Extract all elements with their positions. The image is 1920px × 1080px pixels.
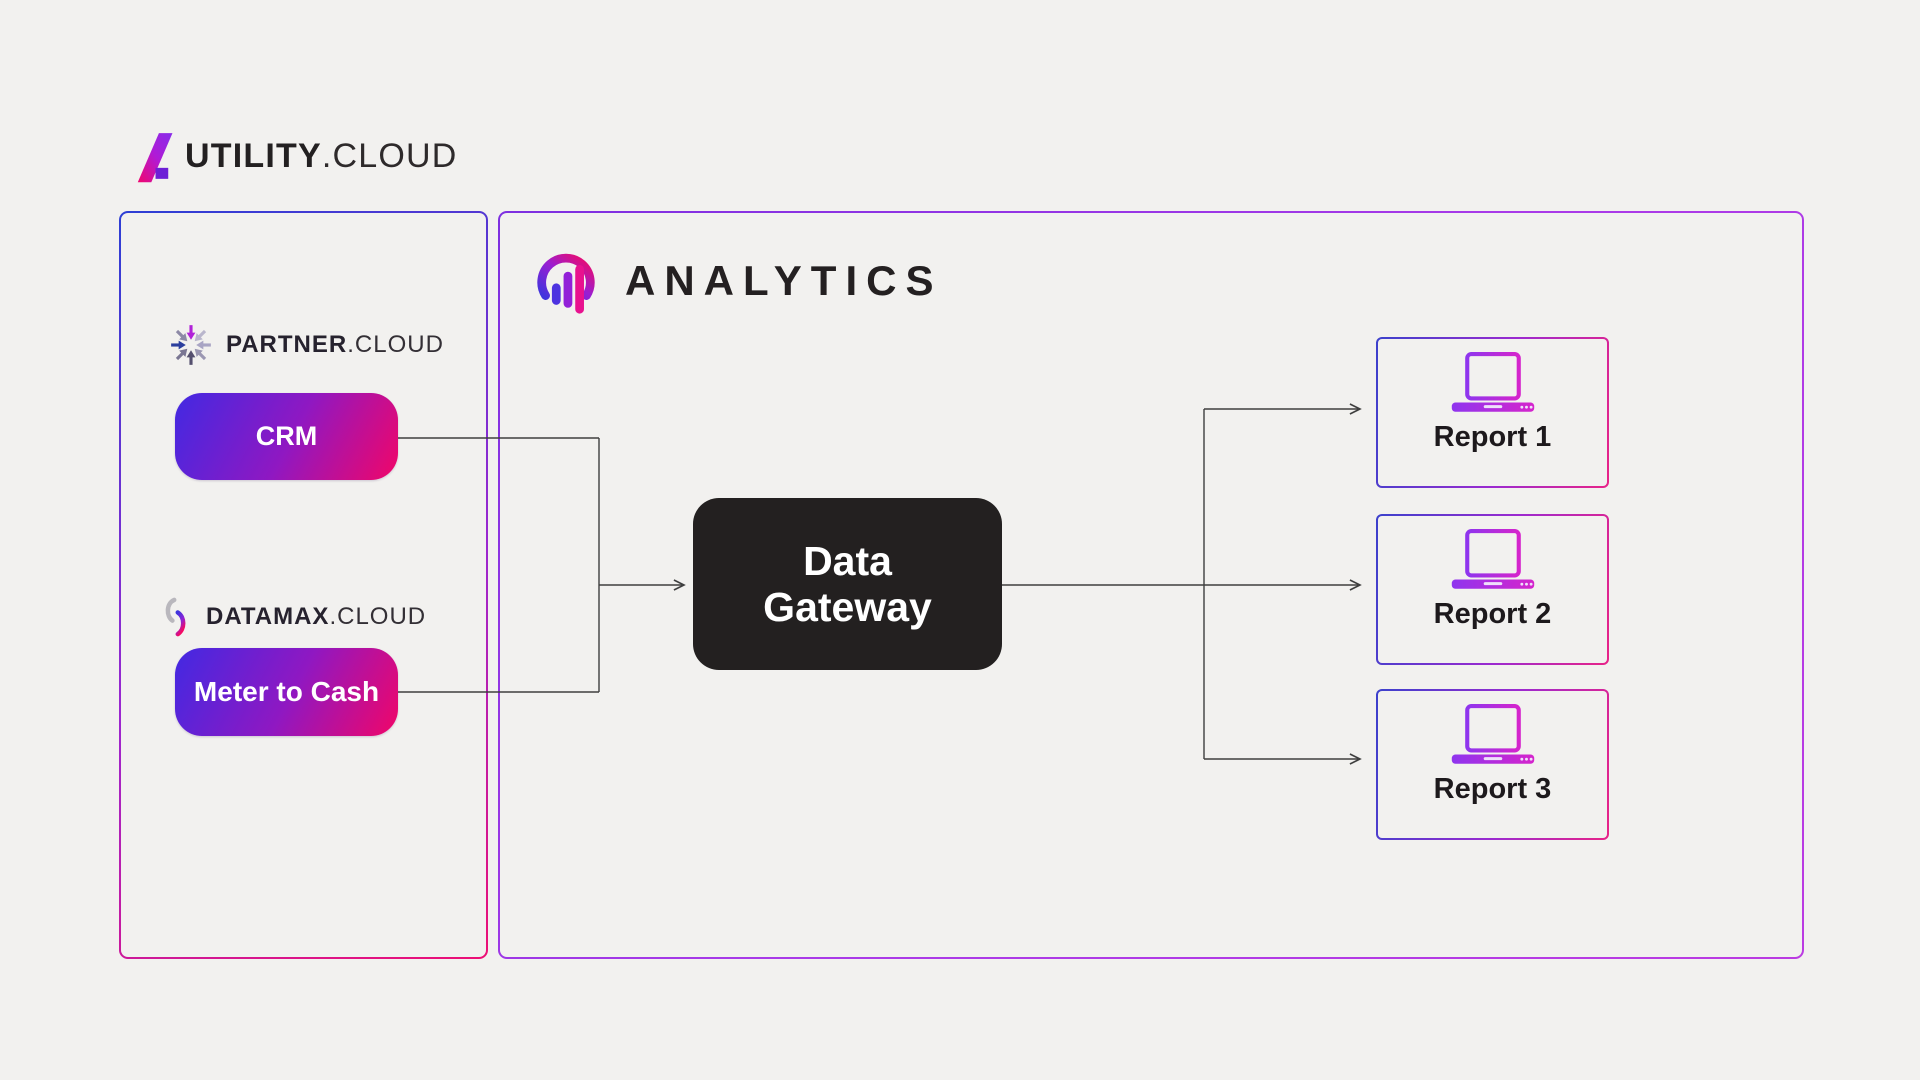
brand-name-bold: UTILITY: [185, 136, 322, 175]
brand-name: UTILITY.CLOUD: [185, 137, 458, 176]
laptop-icon: [1443, 703, 1543, 771]
crm-node-label: CRM: [255, 421, 318, 451]
brand-name-suffix: .CLOUD: [321, 136, 458, 175]
data-gateway-node: Data Gateway: [693, 498, 1002, 670]
report-2-label: Report 2: [1433, 598, 1552, 630]
datamax-cloud-name: DATAMAX.CLOUD: [206, 603, 426, 631]
report-1-label: Report 1: [1433, 421, 1552, 453]
report-1-card: Report 1: [1376, 337, 1609, 488]
datamax-name-suffix: .CLOUD: [329, 603, 427, 630]
brand-logo: UTILITY.CLOUD: [131, 128, 458, 184]
converging-arrows-icon: [168, 322, 214, 368]
laptop-icon: [1443, 528, 1543, 596]
report-2-card: Report 2: [1376, 514, 1609, 665]
report-3-label: Report 3: [1433, 773, 1552, 805]
gateway-label-line1: Data: [803, 537, 892, 584]
meter-to-cash-node-label: Meter to Cash: [193, 676, 380, 707]
numeral-4-gradient-icon: [131, 128, 175, 184]
circle-bars-analytics-icon: [531, 246, 601, 316]
report-3-card: Report 3: [1376, 689, 1609, 840]
analytics-title: ANALYTICS: [625, 257, 943, 304]
partner-name-suffix: .CLOUD: [347, 331, 444, 358]
crm-node: CRM: [175, 393, 398, 480]
partner-cloud-name: PARTNER.CLOUD: [226, 331, 444, 359]
laptop-icon: [1443, 351, 1543, 419]
analytics-header: ANALYTICS: [531, 246, 942, 316]
dual-arc-icon: [158, 594, 194, 640]
partner-name-bold: PARTNER: [226, 331, 348, 358]
datamax-cloud-brand: DATAMAX.CLOUD: [158, 594, 426, 640]
gateway-label-line2: Gateway: [763, 584, 932, 630]
meter-to-cash-node: Meter to Cash: [175, 648, 398, 736]
datamax-name-bold: DATAMAX: [206, 603, 330, 630]
partner-cloud-brand: PARTNER.CLOUD: [168, 322, 444, 368]
